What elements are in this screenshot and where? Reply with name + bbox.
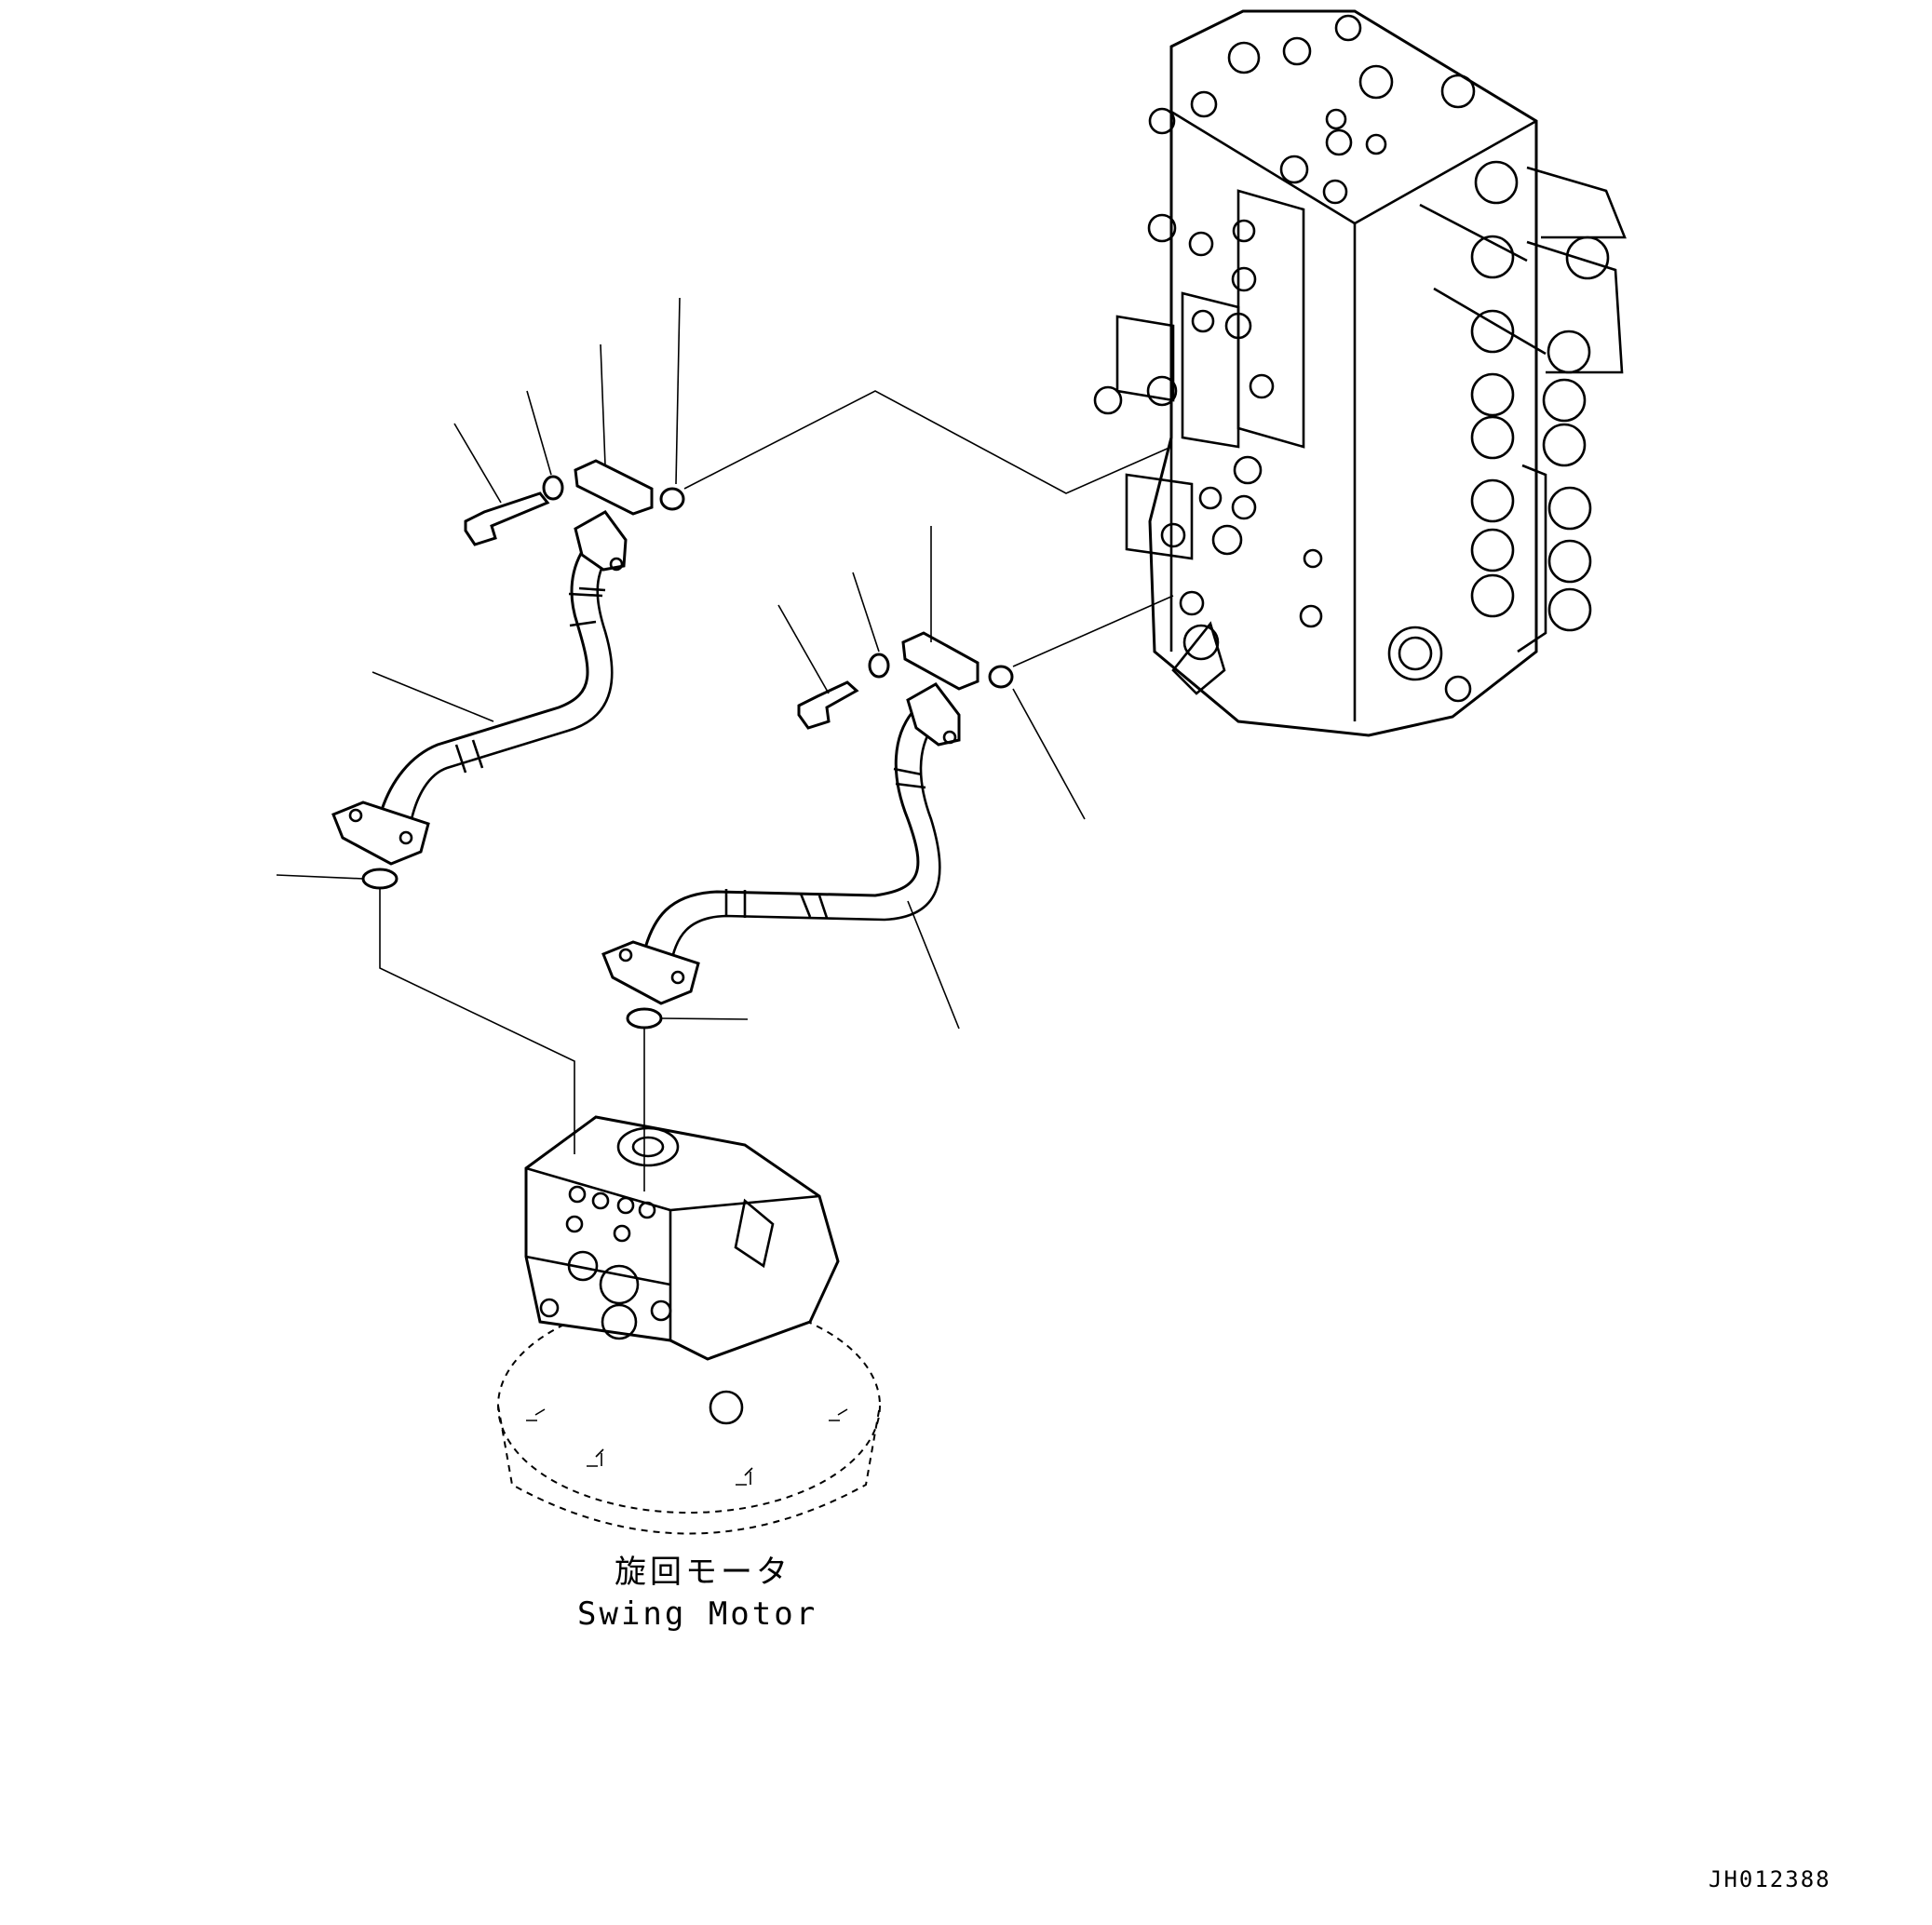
drawing-code: JH012388 [1709, 1866, 1831, 1892]
control-valve-assembly [1093, 9, 1627, 737]
split-flange-upper [574, 459, 654, 516]
washer-upper [542, 475, 564, 501]
o-ring-upper-motor [361, 868, 399, 890]
bolt-upper [464, 491, 550, 546]
swing-motor-label-en: Swing Motor [577, 1595, 817, 1633]
hose-lower [601, 682, 961, 1005]
split-flange-lower [901, 631, 980, 691]
o-ring-upper-valve [659, 487, 685, 511]
swing-motor-label-jp: 旋回モータ [615, 1554, 791, 1591]
washer-lower [868, 653, 890, 679]
bolt-lower [797, 680, 859, 730]
hose-upper [331, 510, 628, 866]
o-ring-lower-valve [988, 665, 1014, 689]
o-ring-lower-motor [626, 1007, 663, 1030]
swing-motor-assembly [497, 1115, 881, 1535]
spool-caps [1419, 160, 1627, 653]
leader-lines [276, 297, 1174, 1191]
